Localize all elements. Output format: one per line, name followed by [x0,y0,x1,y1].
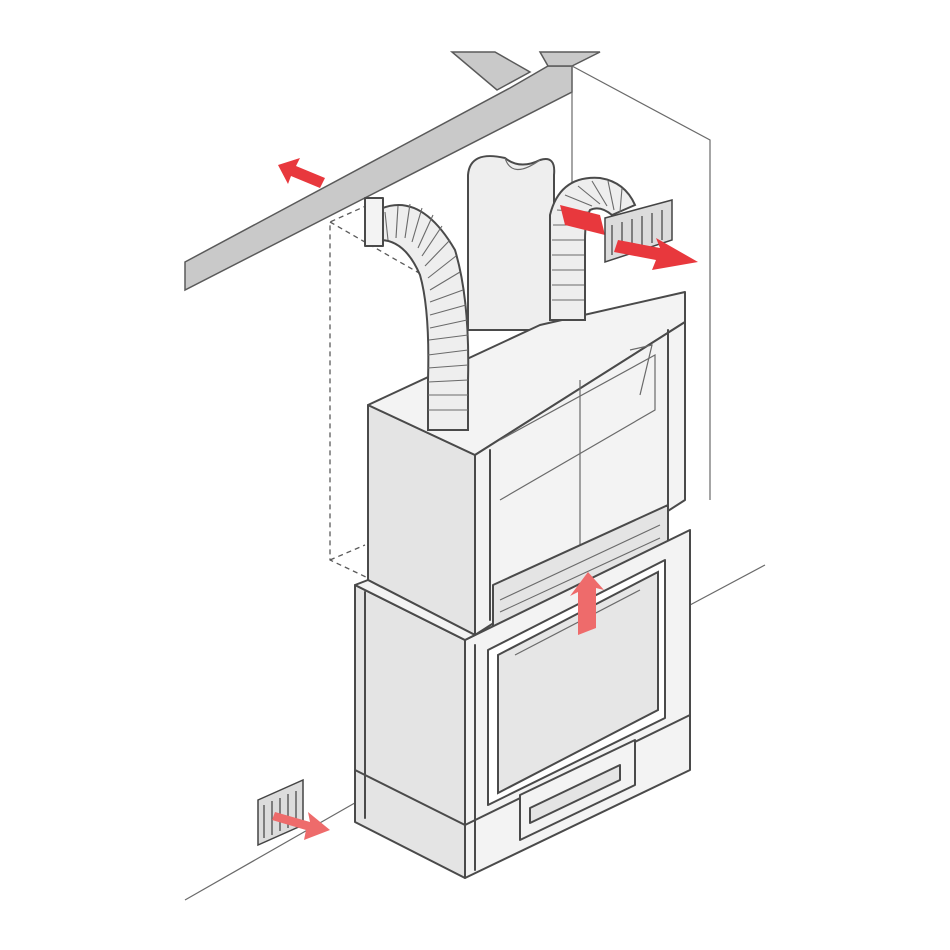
arrow-icon [614,238,698,270]
hood-dashed-outline [329,204,441,579]
arrow-icon [570,572,604,635]
left-flexible-duct [364,197,470,431]
chimney-flue [467,155,556,331]
ceiling-beam [184,51,601,292]
arrow-icon [272,812,330,840]
right-flexible-duct [549,176,637,321]
arrow-icon [278,158,325,188]
floor-line-right [689,564,766,606]
arrow-icon [278,158,325,188]
arrow-icon [272,812,330,840]
floor-inlet-grille [257,778,304,847]
ash-drawer [519,739,636,841]
red-duct-segment [560,205,605,235]
glass-door [487,559,666,806]
arrow-icon [614,238,698,270]
floor-line-left [184,799,361,901]
arrow-icon [570,572,604,635]
